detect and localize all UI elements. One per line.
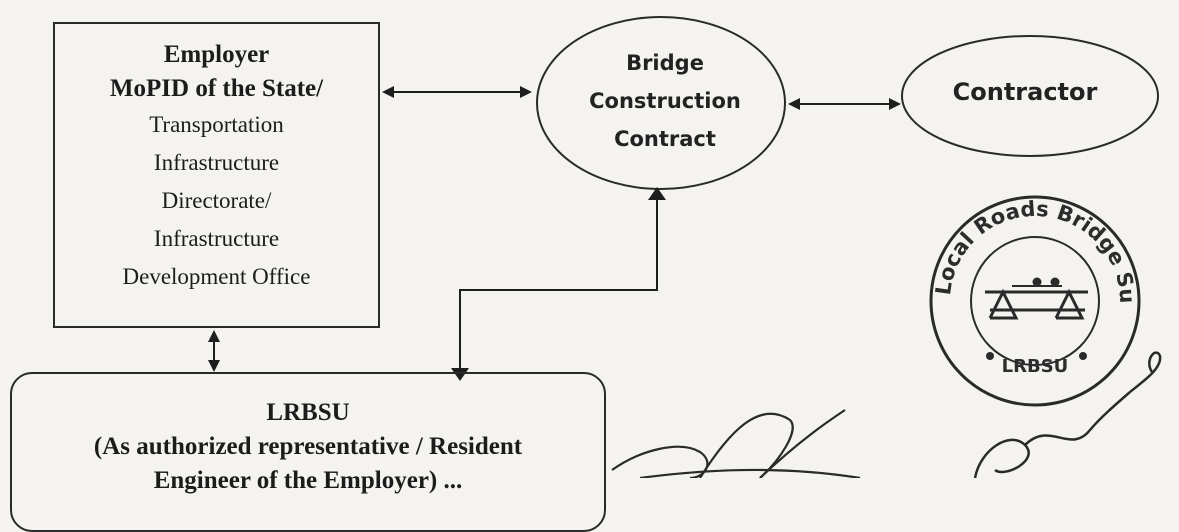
- employer-line: Infrastructure: [153, 226, 280, 251]
- bridge-contract-line: Construction: [589, 89, 741, 113]
- employer-subtitle: MoPID of the State/: [109, 75, 324, 102]
- contractor-ellipse: [901, 35, 1159, 157]
- lrbsu-contract-connector: [459, 195, 658, 370]
- lrbsu-box: LRBSU (As authorized representative / Re…: [10, 372, 606, 532]
- employer-line: Infrastructure: [153, 150, 280, 175]
- contract-arrowhead: [648, 187, 666, 200]
- employer-title: Employer: [163, 41, 270, 68]
- bridge-emblem-icon: [985, 277, 1088, 320]
- signature-loop: [973, 351, 1162, 478]
- lrbsu-arrowhead: [451, 368, 469, 381]
- lrbsu-description: (As authorized representative / Resident: [93, 433, 523, 460]
- employer-line: Transportation: [149, 112, 284, 137]
- contractor-label: Contractor: [952, 78, 1098, 106]
- diagram-graphics: Local Roads Bridge Support Unit LRBSU: [0, 0, 1162, 478]
- bridge-contract-line: Bridge: [626, 51, 704, 75]
- lrbsu-description: Engineer of the Employer) ...: [153, 467, 463, 494]
- stamp-center-text: LRBSU: [1002, 356, 1069, 377]
- bridge-contract-label: Bridge Construction Contract: [560, 44, 770, 158]
- bridge-contract-line: Contract: [614, 127, 716, 151]
- signature-scribble: [611, 409, 861, 478]
- employer-line: Development Office: [122, 264, 311, 289]
- lrbsu-title: LRBSU: [266, 399, 350, 426]
- employer-line: Directorate/: [161, 188, 272, 213]
- employer-box: Employer MoPID of the State/ Transportat…: [53, 22, 380, 328]
- bridge-contract-ellipse: [536, 16, 786, 190]
